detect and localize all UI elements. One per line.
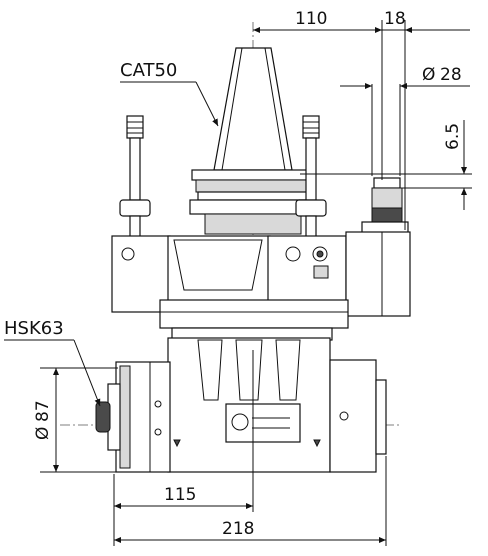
dim-label-18: 18 xyxy=(384,9,406,29)
output-spindle-left xyxy=(95,361,171,473)
dim-115: 115 xyxy=(113,350,254,546)
dim-top: 110 18 xyxy=(253,9,470,230)
stop-block xyxy=(361,177,409,237)
hsk63-label: HSK63 xyxy=(4,318,64,339)
dim-218: 218 xyxy=(114,456,387,546)
diameter-symbol: Ø xyxy=(422,65,435,85)
output-housing-right xyxy=(329,359,387,473)
main-housing xyxy=(111,231,411,341)
label-hsk63: HSK63 xyxy=(4,318,101,407)
dim-label-87: 87 xyxy=(33,400,53,422)
cat50-taper xyxy=(189,47,317,235)
diameter-symbol-87: Ø xyxy=(33,427,53,440)
cat50-label: CAT50 xyxy=(120,60,177,81)
dim-vertical-6-5: 6.5 xyxy=(300,120,472,210)
dim-diameter-28: Ø 28 xyxy=(340,65,470,176)
dim-label-28: 28 xyxy=(440,65,462,85)
dim-label-115: 115 xyxy=(164,485,196,505)
label-cat50: CAT50 xyxy=(120,60,219,127)
dim-diameter-87: Ø 87 xyxy=(33,367,118,473)
lower-head xyxy=(167,337,331,473)
dim-label-110: 110 xyxy=(295,9,327,29)
dim-label-6-5: 6.5 xyxy=(443,123,463,150)
right-clamp-rod xyxy=(295,115,327,239)
left-clamp-rod xyxy=(119,115,151,239)
dim-label-218: 218 xyxy=(222,519,254,539)
